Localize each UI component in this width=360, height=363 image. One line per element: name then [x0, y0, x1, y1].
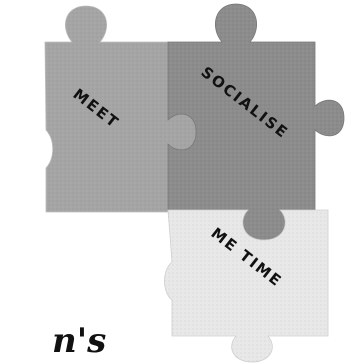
- partial-heading-text: n's: [52, 321, 106, 361]
